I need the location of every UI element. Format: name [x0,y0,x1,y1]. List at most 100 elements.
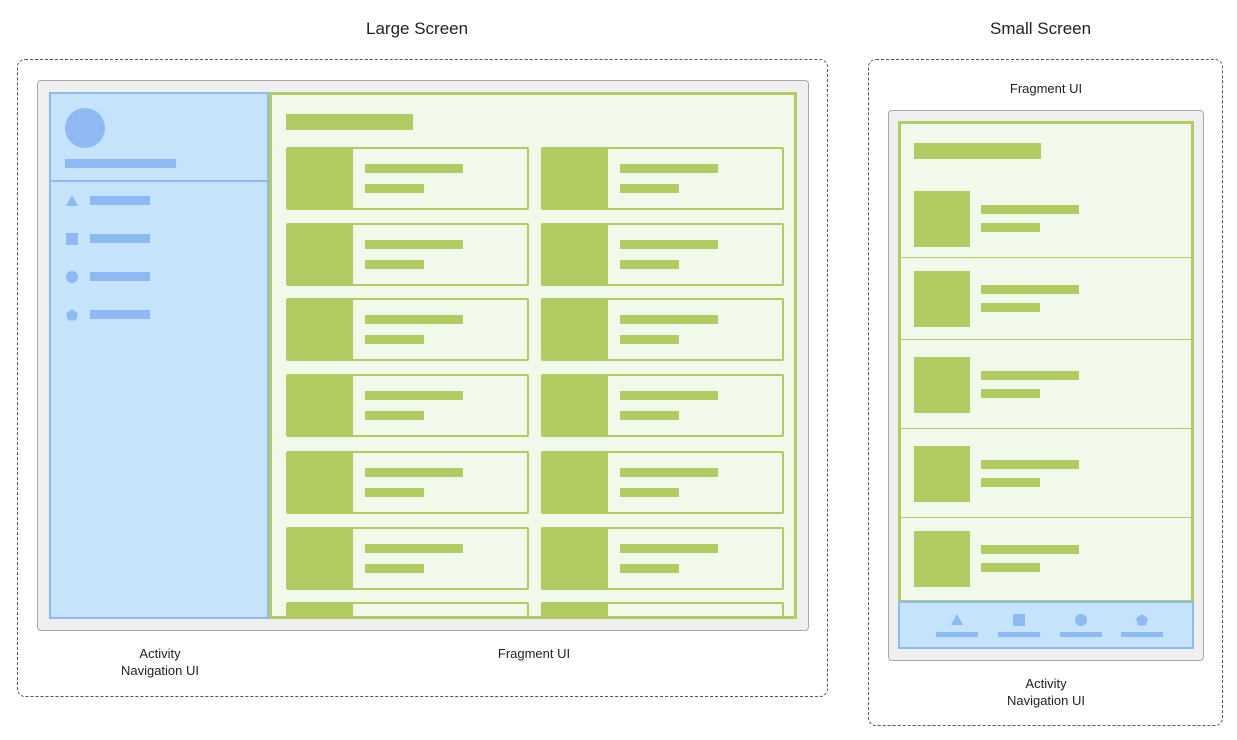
item-list [901,124,1191,600]
card-title-bar [365,468,463,477]
list-item-subtitle-bar [981,563,1040,572]
small-screen-title: Small Screen [990,19,1092,38]
card-title-bar [620,240,718,249]
card-title-bar [365,240,463,249]
list-item-thumbnail [914,191,970,247]
list-item-title-bar [981,205,1079,214]
card[interactable] [541,527,784,590]
square-icon [66,233,78,245]
large-nav-caption: Activity Navigation UI [100,645,220,679]
pentagon-icon [66,309,78,321]
card[interactable] [286,147,529,210]
card-subtitle-bar [620,564,679,573]
card-subtitle-bar [620,260,679,269]
card-thumbnail [288,604,353,616]
navigation-drawer [49,92,269,619]
list-item-subtitle-bar [981,389,1040,398]
bottom-nav-bar [1121,632,1163,637]
drawer-item[interactable] [65,194,155,210]
card[interactable] [286,374,529,437]
circle-icon [1075,614,1087,626]
bottom-nav-bar [936,632,978,637]
drawer-item-bar [90,272,150,281]
caption-line: Navigation UI [1006,693,1086,708]
card-subtitle-bar [620,335,679,344]
pentagon-icon [1136,614,1148,626]
list-item-subtitle-bar [981,223,1040,232]
card-title-bar [365,164,463,173]
card-title-bar [620,391,718,400]
card[interactable] [541,223,784,286]
card-thumbnail [543,376,608,435]
caption-line: Activity [139,646,181,661]
card[interactable] [541,602,784,616]
card-thumbnail [543,604,608,616]
list-item[interactable] [901,258,1191,340]
drawer-item[interactable] [65,232,155,248]
card-grid [272,95,794,616]
card-title-bar [620,315,718,324]
fragment-header-bar [286,114,413,130]
list-item-title-bar [981,460,1079,469]
card-title-bar [620,544,718,553]
small-fragment [898,121,1194,603]
card-thumbnail [288,225,353,284]
bottom-nav-bar [1060,632,1102,637]
bottom-nav-item[interactable] [1060,613,1102,641]
card-thumbnail [288,529,353,588]
card-thumbnail [288,376,353,435]
card-subtitle-bar [620,488,679,497]
card-title-bar [365,544,463,553]
bottom-nav-item[interactable] [1121,613,1163,641]
card-title-bar [620,468,718,477]
drawer-item-bar [90,196,150,205]
list-item[interactable] [901,340,1191,429]
small-nav-caption: Activity Navigation UI [986,675,1106,709]
bottom-nav-item[interactable] [936,613,978,641]
card-thumbnail [543,453,608,512]
card-subtitle-bar [365,335,424,344]
drawer-item[interactable] [65,308,155,324]
drawer-item-bar [90,310,150,319]
drawer-item[interactable] [65,270,155,286]
card-thumbnail [288,149,353,208]
card[interactable] [541,147,784,210]
card[interactable] [541,451,784,514]
large-fragment-caption: Fragment UI [497,646,571,661]
bottom-navigation [898,601,1194,649]
card[interactable] [541,298,784,361]
list-item[interactable] [901,175,1191,258]
card[interactable] [286,298,529,361]
card-subtitle-bar [365,564,424,573]
drawer-divider [51,180,267,182]
square-icon [1013,614,1025,626]
bottom-nav-bar [998,632,1040,637]
large-fragment [269,92,797,619]
triangle-icon [951,614,963,625]
card[interactable] [286,223,529,286]
list-item-thumbnail [914,446,970,502]
list-item-thumbnail [914,271,970,327]
bottom-nav-item[interactable] [998,613,1040,641]
list-item-title-bar [981,371,1079,380]
caption-line: Activity [1025,676,1067,691]
drawer-item-bar [90,234,150,243]
card-thumbnail [288,300,353,359]
list-item-thumbnail [914,531,970,587]
large-screen-title: Large Screen [366,19,469,38]
card[interactable] [541,374,784,437]
card[interactable] [286,527,529,590]
list-item-subtitle-bar [981,303,1040,312]
card-subtitle-bar [365,488,424,497]
list-item[interactable] [901,429,1191,518]
card-subtitle-bar [365,184,424,193]
card[interactable] [286,451,529,514]
list-item[interactable] [901,518,1191,600]
card-thumbnail [543,225,608,284]
card-thumbnail [543,149,608,208]
circle-icon [66,271,78,283]
triangle-icon [66,195,78,206]
avatar [65,108,105,148]
card[interactable] [286,602,529,616]
card-subtitle-bar [620,184,679,193]
